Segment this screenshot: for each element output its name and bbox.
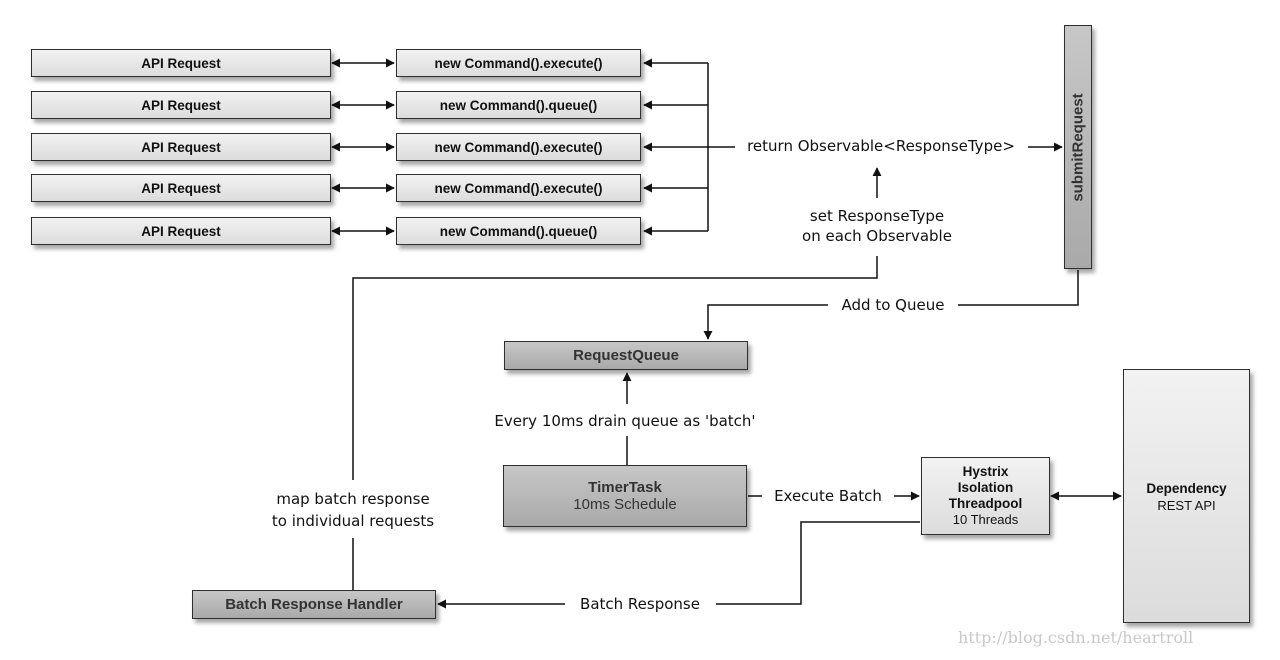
timer-task-box: TimerTask 10ms Schedule xyxy=(503,465,747,527)
dependency-box: Dependency REST API xyxy=(1123,369,1250,623)
watermark-text: http://blog.csdn.net/heartroll xyxy=(958,628,1194,647)
command-label: new Command().execute() xyxy=(434,139,603,155)
command-box: new Command().queue() xyxy=(396,91,641,119)
submit-request-label: submitRequest xyxy=(1069,92,1087,202)
command-box: new Command().execute() xyxy=(396,133,641,161)
request-queue-label: RequestQueue xyxy=(573,347,679,364)
api-request-label: API Request xyxy=(141,180,221,196)
add-to-queue-connector xyxy=(958,270,1079,306)
command-box: new Command().queue() xyxy=(396,217,641,245)
batch-response-label: Batch Response xyxy=(566,594,714,614)
command-label: new Command().queue() xyxy=(439,97,598,113)
timer-task-schedule: 10ms Schedule xyxy=(573,496,677,513)
submit-request-box: submitRequest xyxy=(1064,25,1092,269)
api-request-label: API Request xyxy=(141,55,221,71)
api-request-box: API Request xyxy=(31,49,331,77)
hystrix-threadpool-box: Hystrix Isolation Threadpool 10 Threads xyxy=(921,457,1050,535)
add-to-queue-label: Add to Queue xyxy=(830,295,956,315)
api-request-box: API Request xyxy=(31,133,331,161)
command-label: new Command().execute() xyxy=(434,180,603,196)
api-request-box: API Request xyxy=(31,91,331,119)
batch-response-handler-label: Batch Response Handler xyxy=(225,596,403,613)
request-queue-box: RequestQueue xyxy=(504,341,748,370)
batch-response-handler-box: Batch Response Handler xyxy=(192,590,436,619)
return-observable-label: return Observable<ResponseType> xyxy=(738,136,1024,156)
drain-queue-label: Every 10ms drain queue as 'batch' xyxy=(470,411,780,431)
timer-task-title: TimerTask xyxy=(588,479,662,496)
map-batch-response-label: map batch response to individual request… xyxy=(248,488,458,532)
command-box: new Command().execute() xyxy=(396,174,641,202)
api-request-box: API Request xyxy=(31,174,331,202)
set-response-type-label: set ResponseType on each Observable xyxy=(772,206,982,246)
api-request-label: API Request xyxy=(141,97,221,113)
command-box: new Command().execute() xyxy=(396,49,641,77)
api-request-label: API Request xyxy=(141,139,221,155)
api-request-box: API Request xyxy=(31,217,331,245)
api-request-label: API Request xyxy=(141,223,221,239)
command-label: new Command().queue() xyxy=(439,223,598,239)
execute-batch-label: Execute Batch xyxy=(764,486,892,506)
batch-response-connector xyxy=(716,521,920,605)
map-response-connector xyxy=(352,256,878,480)
command-label: new Command().execute() xyxy=(434,55,603,71)
